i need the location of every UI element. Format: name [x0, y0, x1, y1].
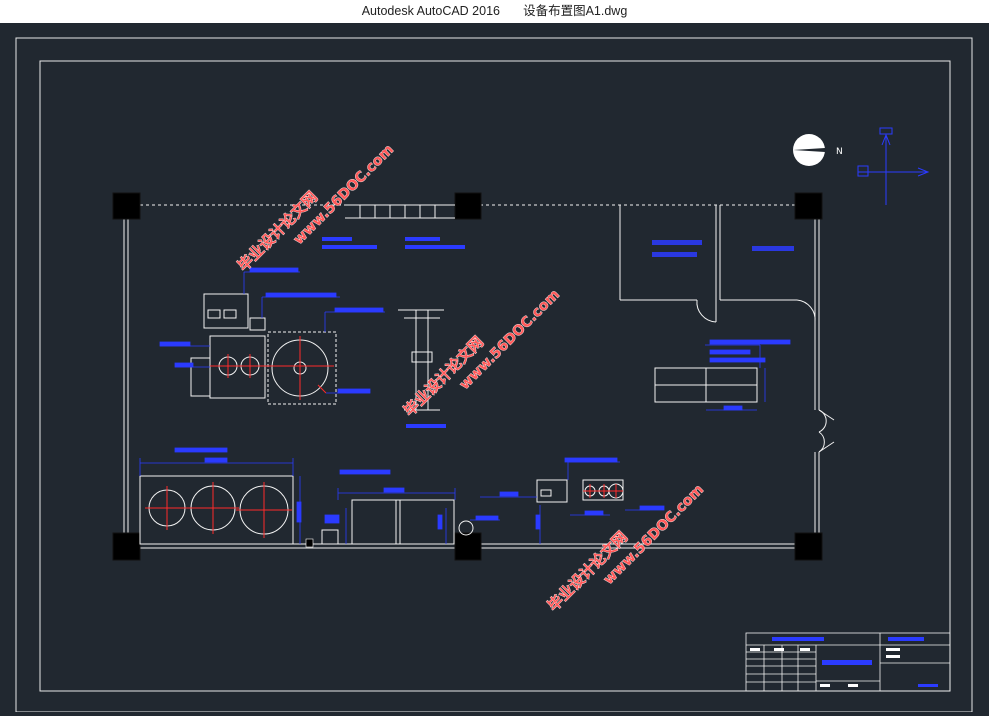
cold-storage-dims — [324, 469, 456, 544]
top-annotations — [322, 237, 465, 249]
title-block — [745, 632, 951, 692]
outer-sheet-border — [15, 37, 973, 713]
tank-centerlines — [145, 482, 292, 538]
mixer-centerlines — [210, 336, 334, 400]
ucs-axis-icon — [857, 127, 930, 205]
workbenches — [654, 367, 758, 403]
drawing-canvas[interactable]: N 毕业设计 — [0, 23, 989, 713]
small-devices-dims — [470, 457, 665, 544]
column — [454, 532, 482, 561]
column — [454, 192, 482, 220]
workbench-dims — [705, 339, 791, 411]
rack-label — [406, 424, 446, 428]
structural-columns — [112, 192, 823, 561]
room-labels — [652, 240, 794, 257]
file-title: 设备布置图A1.dwg — [523, 4, 628, 18]
mixer-leaders — [159, 267, 385, 394]
inner-drawing-frame — [39, 60, 951, 692]
compass-north-label: N — [836, 147, 843, 157]
compass-icon: N — [793, 134, 843, 166]
window-frames — [345, 204, 455, 219]
column — [112, 532, 141, 561]
cold-storage — [321, 499, 455, 545]
column — [112, 192, 141, 220]
small-devices — [458, 479, 624, 536]
pallet-rack — [398, 309, 444, 411]
mixing-equipment — [190, 293, 337, 405]
storage-rooms — [619, 205, 835, 453]
column — [794, 532, 823, 561]
tank-dims — [139, 447, 302, 544]
window-title-bar: Autodesk AutoCAD 2016 设备布置图A1.dwg — [0, 0, 989, 24]
column — [794, 192, 823, 220]
small-devices-centerlines — [583, 484, 623, 498]
entrance-marker — [305, 538, 314, 548]
app-title: Autodesk AutoCAD 2016 — [361, 4, 500, 18]
watermark-1: 毕业设计论文网 www.56DOC.com — [234, 141, 398, 275]
